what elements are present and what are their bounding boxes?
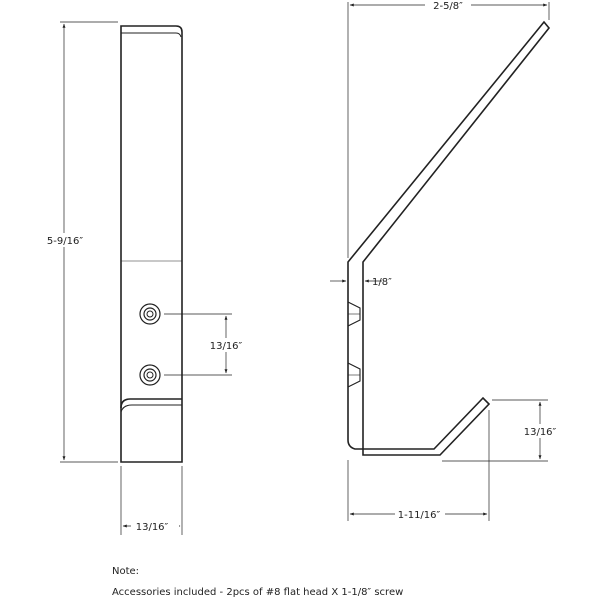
side-screw-lower (347, 362, 361, 388)
note-heading: Note: (112, 566, 139, 577)
overall-height-label: 5-9/16″ (47, 236, 83, 247)
screw-hole-upper (139, 303, 161, 325)
front-view (120, 25, 183, 463)
hook-height-label: 13/16″ (524, 427, 557, 438)
note-text: Accessories included - 2pcs of #8 flat h… (112, 587, 403, 598)
side-hook-outline (347, 20, 551, 456)
front-hook-step (120, 398, 182, 409)
screw-hole-lower (139, 364, 161, 386)
front-top-edge (121, 32, 182, 38)
side-view (347, 20, 551, 456)
front-hook-step-inner (120, 404, 182, 413)
screw-spacing-label: 13/16″ (210, 341, 243, 352)
front-width-label: 13/16″ (136, 522, 169, 533)
front-dimensions (60, 21, 232, 535)
side-screw-upper (347, 301, 361, 327)
front-plate-outline (120, 25, 183, 463)
thickness-label: 1/8″ (372, 277, 392, 288)
hook-depth-label: 1-11/16″ (398, 510, 441, 521)
side-depth-label: 2-5/8″ (433, 1, 463, 12)
